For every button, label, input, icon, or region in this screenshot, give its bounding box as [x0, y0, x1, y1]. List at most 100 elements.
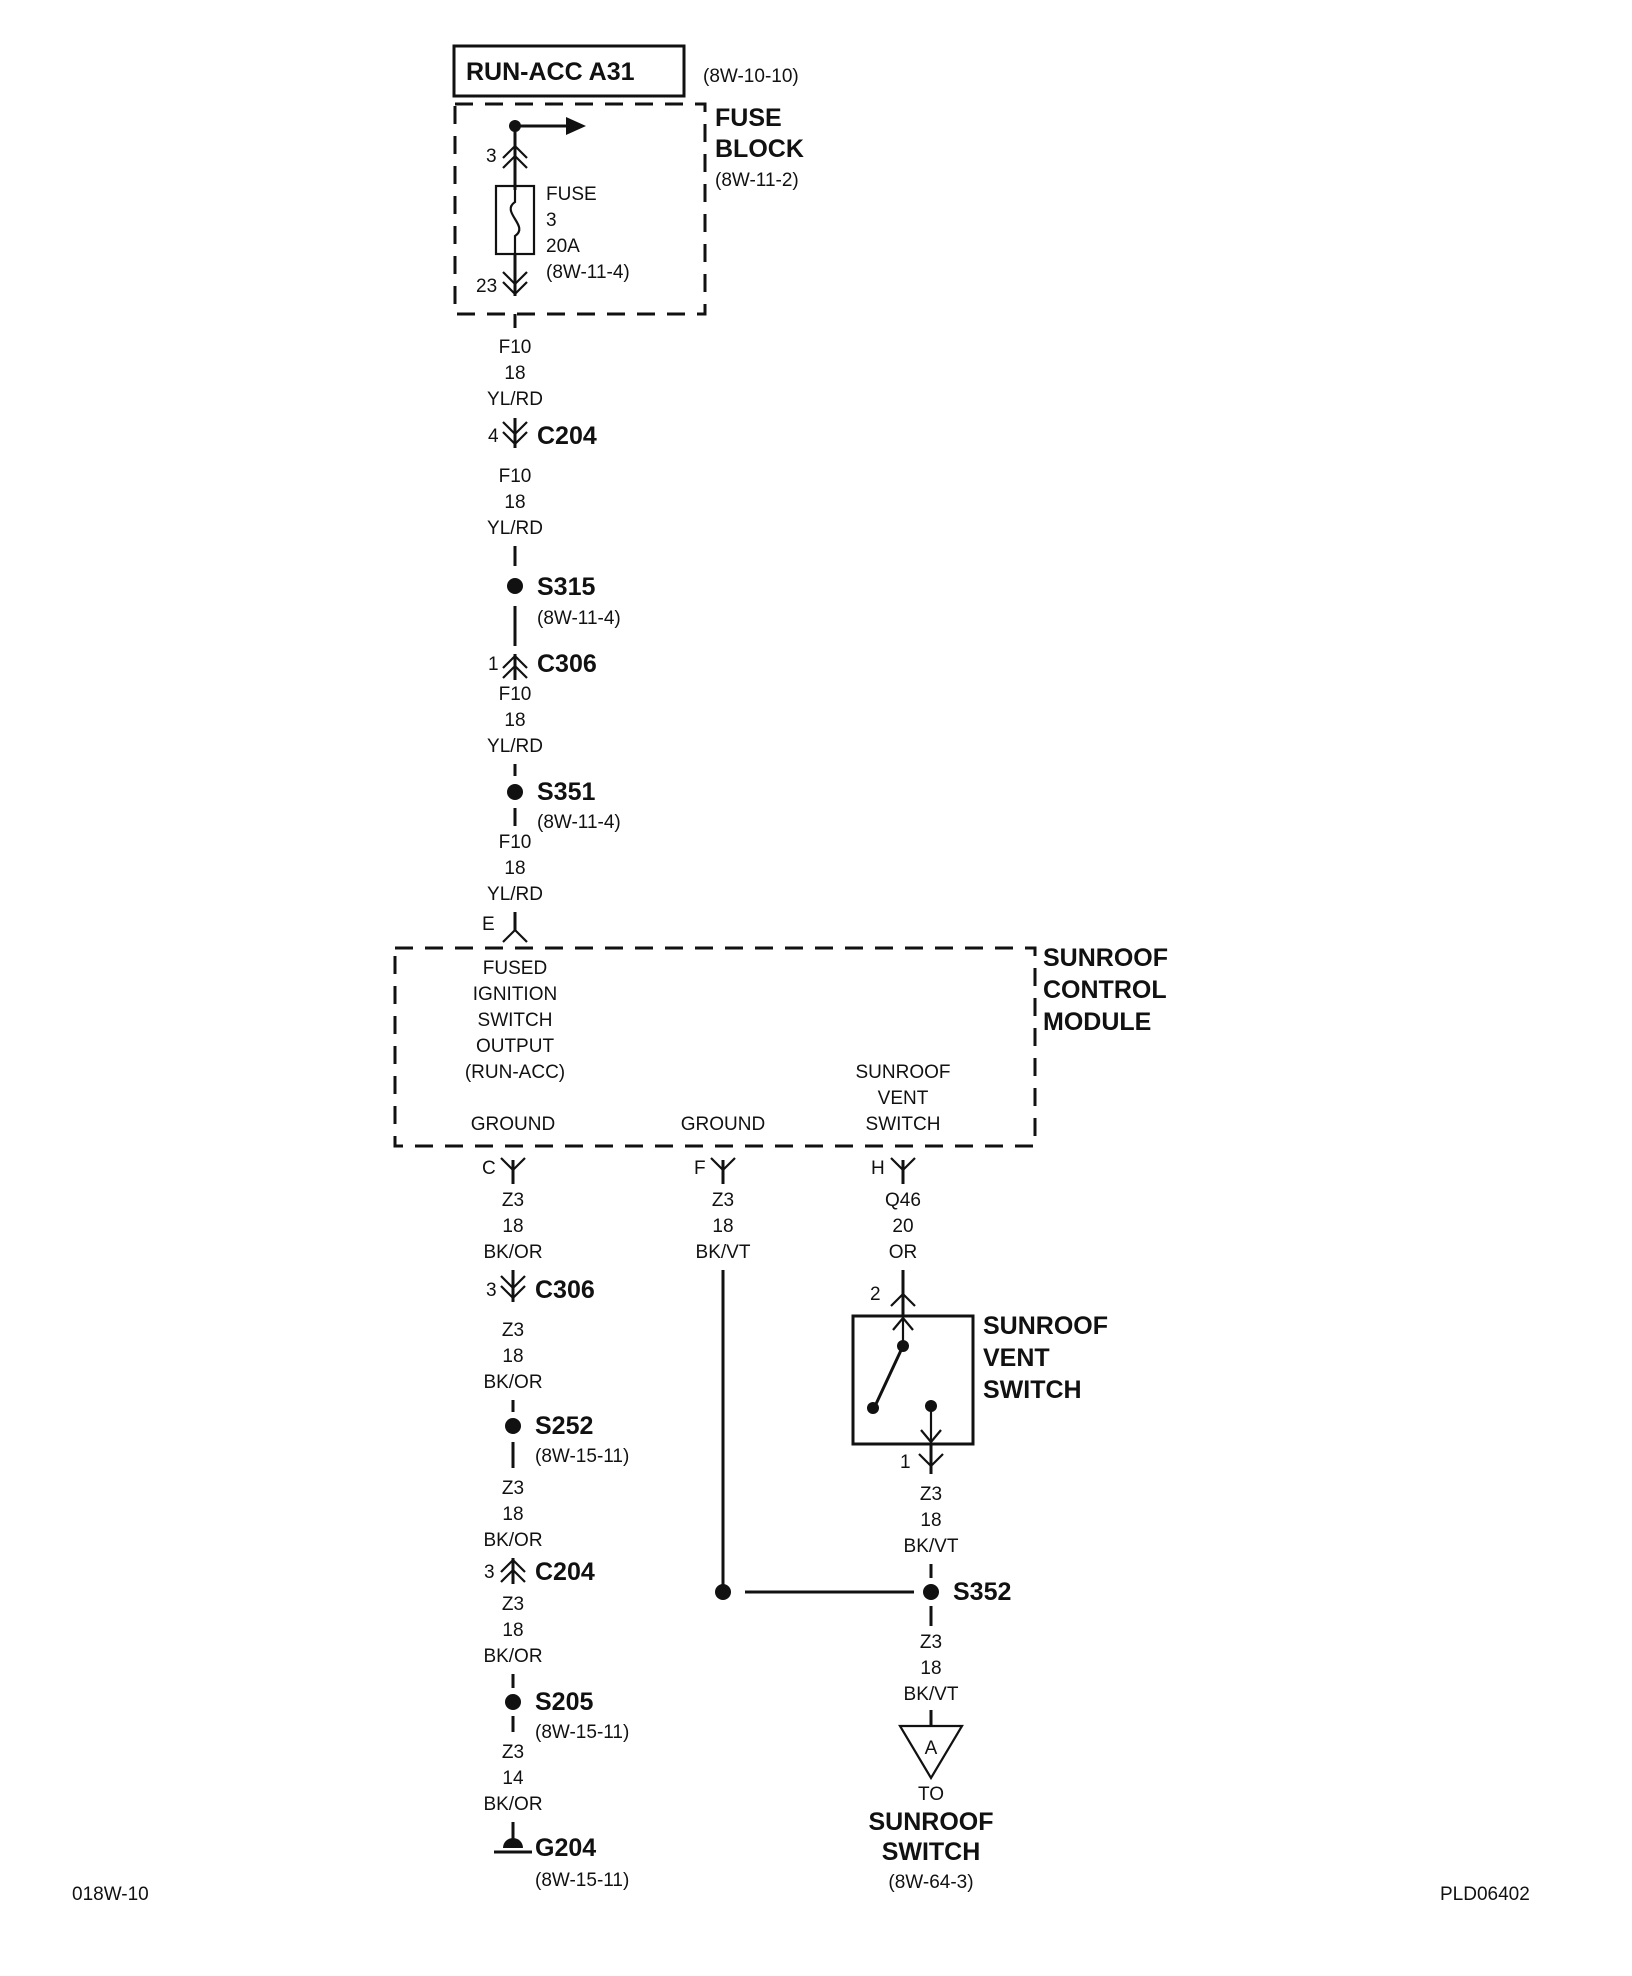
wire-gauge: 18: [504, 858, 525, 879]
wire-gauge: 18: [504, 492, 525, 513]
wire-gauge: 18: [502, 1620, 523, 1641]
vent-switch-title-1: SUNROOF: [983, 1312, 1108, 1340]
wire-circuit: Z3: [502, 1742, 524, 1763]
fuse-pin-out: 23: [476, 276, 497, 297]
wire-color: YL/RD: [487, 518, 543, 539]
c204-bottom-pin: 3: [484, 1562, 495, 1583]
wire-color: BK/OR: [483, 1530, 542, 1551]
wire-gauge: 18: [502, 1346, 523, 1367]
wire-circuit: Z3: [920, 1632, 942, 1653]
wire-circuit: F10: [499, 684, 532, 705]
module-title-1: SUNROOF: [1043, 944, 1168, 972]
s315-splice-dot: [507, 578, 523, 594]
fuse-block-title-1: FUSE: [715, 104, 782, 132]
fuse-pin-in-connector-2: [502, 154, 528, 169]
wire-color: BK/OR: [483, 1794, 542, 1815]
fuse-element-link: [509, 186, 521, 254]
module-e-connector: [502, 928, 528, 943]
switch-output-arrow: [920, 1429, 942, 1444]
wire-gauge: 18: [504, 363, 525, 384]
wire-color: BK/OR: [483, 1242, 542, 1263]
wire-circuit: Z3: [920, 1484, 942, 1505]
s352-name: S352: [953, 1578, 1011, 1606]
fuse-pin-in: 3: [486, 146, 497, 167]
wire-color: BK/VT: [904, 1684, 959, 1705]
g204-name: G204: [535, 1834, 596, 1862]
ground-symbol-icon: [503, 1838, 523, 1848]
fuse-ref: (8W-11-4): [546, 262, 630, 283]
offpage-to: TO: [918, 1784, 944, 1805]
fuse-block-title-2: BLOCK: [715, 135, 804, 163]
fuse-pin-out-connector: [502, 271, 528, 286]
module-vent-line: SWITCH: [866, 1114, 941, 1135]
fuse-pin-in-connector: [502, 144, 528, 159]
switch-pin2: 2: [870, 1284, 881, 1305]
footer-right-code: PLD06402: [1440, 1884, 1530, 1905]
module-h-pin: H: [871, 1158, 885, 1179]
wire-color: BK/VT: [904, 1536, 959, 1557]
offpage-letter: A: [925, 1738, 938, 1759]
wire-gauge: 18: [502, 1504, 523, 1525]
s352-splice-dot: [923, 1584, 939, 1600]
c306-bottom-name: C306: [535, 1276, 595, 1304]
wire-circuit: Z3: [502, 1190, 524, 1211]
vent-switch-title-2: VENT: [983, 1344, 1050, 1372]
vent-switch-title-3: SWITCH: [983, 1376, 1082, 1404]
run-acc-label: RUN-ACC A31: [466, 58, 635, 86]
s252-splice-dot: [505, 1418, 521, 1434]
wire-gauge: 18: [504, 710, 525, 731]
fuse-label-2: 3: [546, 210, 557, 231]
wire-gauge: 20: [892, 1216, 913, 1237]
fuse-label-1: FUSE: [546, 184, 597, 205]
wire-circuit: F10: [499, 466, 532, 487]
fuse-pin-out-connector-2: [502, 281, 528, 296]
s205-ref: (8W-15-11): [535, 1722, 629, 1743]
module-ground-1: GROUND: [471, 1114, 555, 1135]
module-input-line: OUTPUT: [476, 1036, 555, 1057]
s315-ref: (8W-11-4): [537, 608, 621, 629]
module-input-line: FUSED: [483, 958, 547, 979]
module-ground-2: GROUND: [681, 1114, 765, 1135]
c204-top-pin: 4: [488, 426, 499, 447]
module-f-pin: F: [694, 1158, 706, 1179]
wire-color: YL/RD: [487, 736, 543, 757]
module-title-2: CONTROL: [1043, 976, 1167, 1004]
wire-circuit: Z3: [502, 1478, 524, 1499]
fuse-block-bus-arrowhead: [566, 117, 586, 135]
c204-top-name: C204: [537, 422, 597, 450]
wire-color: BK/VT: [696, 1242, 751, 1263]
wire-gauge: 18: [502, 1216, 523, 1237]
offpage-dest-1: SUNROOF: [869, 1808, 994, 1836]
wire-color: YL/RD: [487, 389, 543, 410]
offpage-triangle-icon: [898, 1724, 964, 1781]
s351-name: S351: [537, 778, 595, 806]
module-title-3: MODULE: [1043, 1008, 1151, 1036]
wire-gauge: 18: [920, 1658, 941, 1679]
wire-circuit: Z3: [502, 1594, 524, 1615]
s351-splice-dot: [507, 784, 523, 800]
s205-name: S205: [535, 1688, 593, 1716]
module-input-line: (RUN-ACC): [465, 1062, 565, 1083]
switch-blade: [874, 1345, 905, 1405]
fuse-label-3: 20A: [546, 236, 580, 257]
c306-top-name: C306: [537, 650, 597, 678]
module-input-line: SWITCH: [478, 1010, 553, 1031]
wire-circuit: Z3: [712, 1190, 734, 1211]
wire-circuit: Q46: [885, 1190, 921, 1211]
module-c-pin: C: [482, 1158, 496, 1179]
module-vent-line: VENT: [878, 1088, 929, 1109]
wire-circuit: F10: [499, 337, 532, 358]
run-acc-box: [452, 44, 686, 98]
g204-ref: (8W-15-11): [535, 1870, 629, 1891]
wire-color: OR: [889, 1242, 918, 1263]
offpage-dest-2: SWITCH: [882, 1838, 981, 1866]
wire-color: BK/OR: [483, 1646, 542, 1667]
s252-name: S252: [535, 1412, 593, 1440]
switch-pin1: 1: [900, 1452, 911, 1473]
s315-name: S315: [537, 573, 595, 601]
wire-circuit: F10: [499, 832, 532, 853]
s252-ref: (8W-15-11): [535, 1446, 629, 1467]
wire-gauge: 18: [712, 1216, 733, 1237]
module-e-pin: E: [482, 914, 495, 935]
